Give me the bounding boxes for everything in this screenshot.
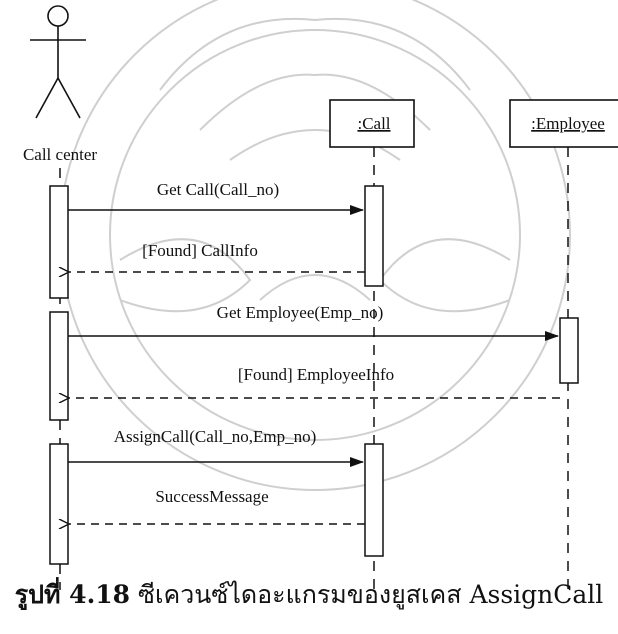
activation-bar-employee <box>559 317 579 384</box>
figure-number: รูปที่ 4.18 <box>14 580 131 609</box>
message-label-callinfo: [Found] CallInfo <box>142 241 258 260</box>
object-box-call <box>329 99 415 148</box>
message-label-assign-call: AssignCall(Call_no,Emp_no) <box>114 427 317 446</box>
object-label-call: :Call <box>357 114 390 133</box>
activation-bar-call-2 <box>364 443 384 557</box>
actor-stick-figure-icon <box>30 5 86 119</box>
figure-caption-text: ซีเควนซ์ไดอะแกรมของยูสเคส AssignCall <box>138 580 604 609</box>
figure-caption: รูปที่ 4.18 ซีเควนซ์ไดอะแกรมของยูสเคส As… <box>0 575 618 615</box>
activation-bar-actor-1 <box>49 185 69 299</box>
message-label-get-employee: Get Employee(Emp_no) <box>217 303 384 322</box>
activation-bar-actor-2 <box>49 311 69 421</box>
object-box-employee <box>509 99 618 148</box>
message-label-employeeinfo: [Found] EmployeeInfo <box>238 365 394 384</box>
message-label-get-call: Get Call(Call_no) <box>157 180 279 199</box>
activation-bar-actor-3 <box>49 443 69 565</box>
object-label-employee: :Employee <box>531 114 605 133</box>
actor-label: Call center <box>23 145 97 164</box>
message-label-success: SuccessMessage <box>155 487 268 506</box>
activation-bar-call-1 <box>364 185 384 287</box>
